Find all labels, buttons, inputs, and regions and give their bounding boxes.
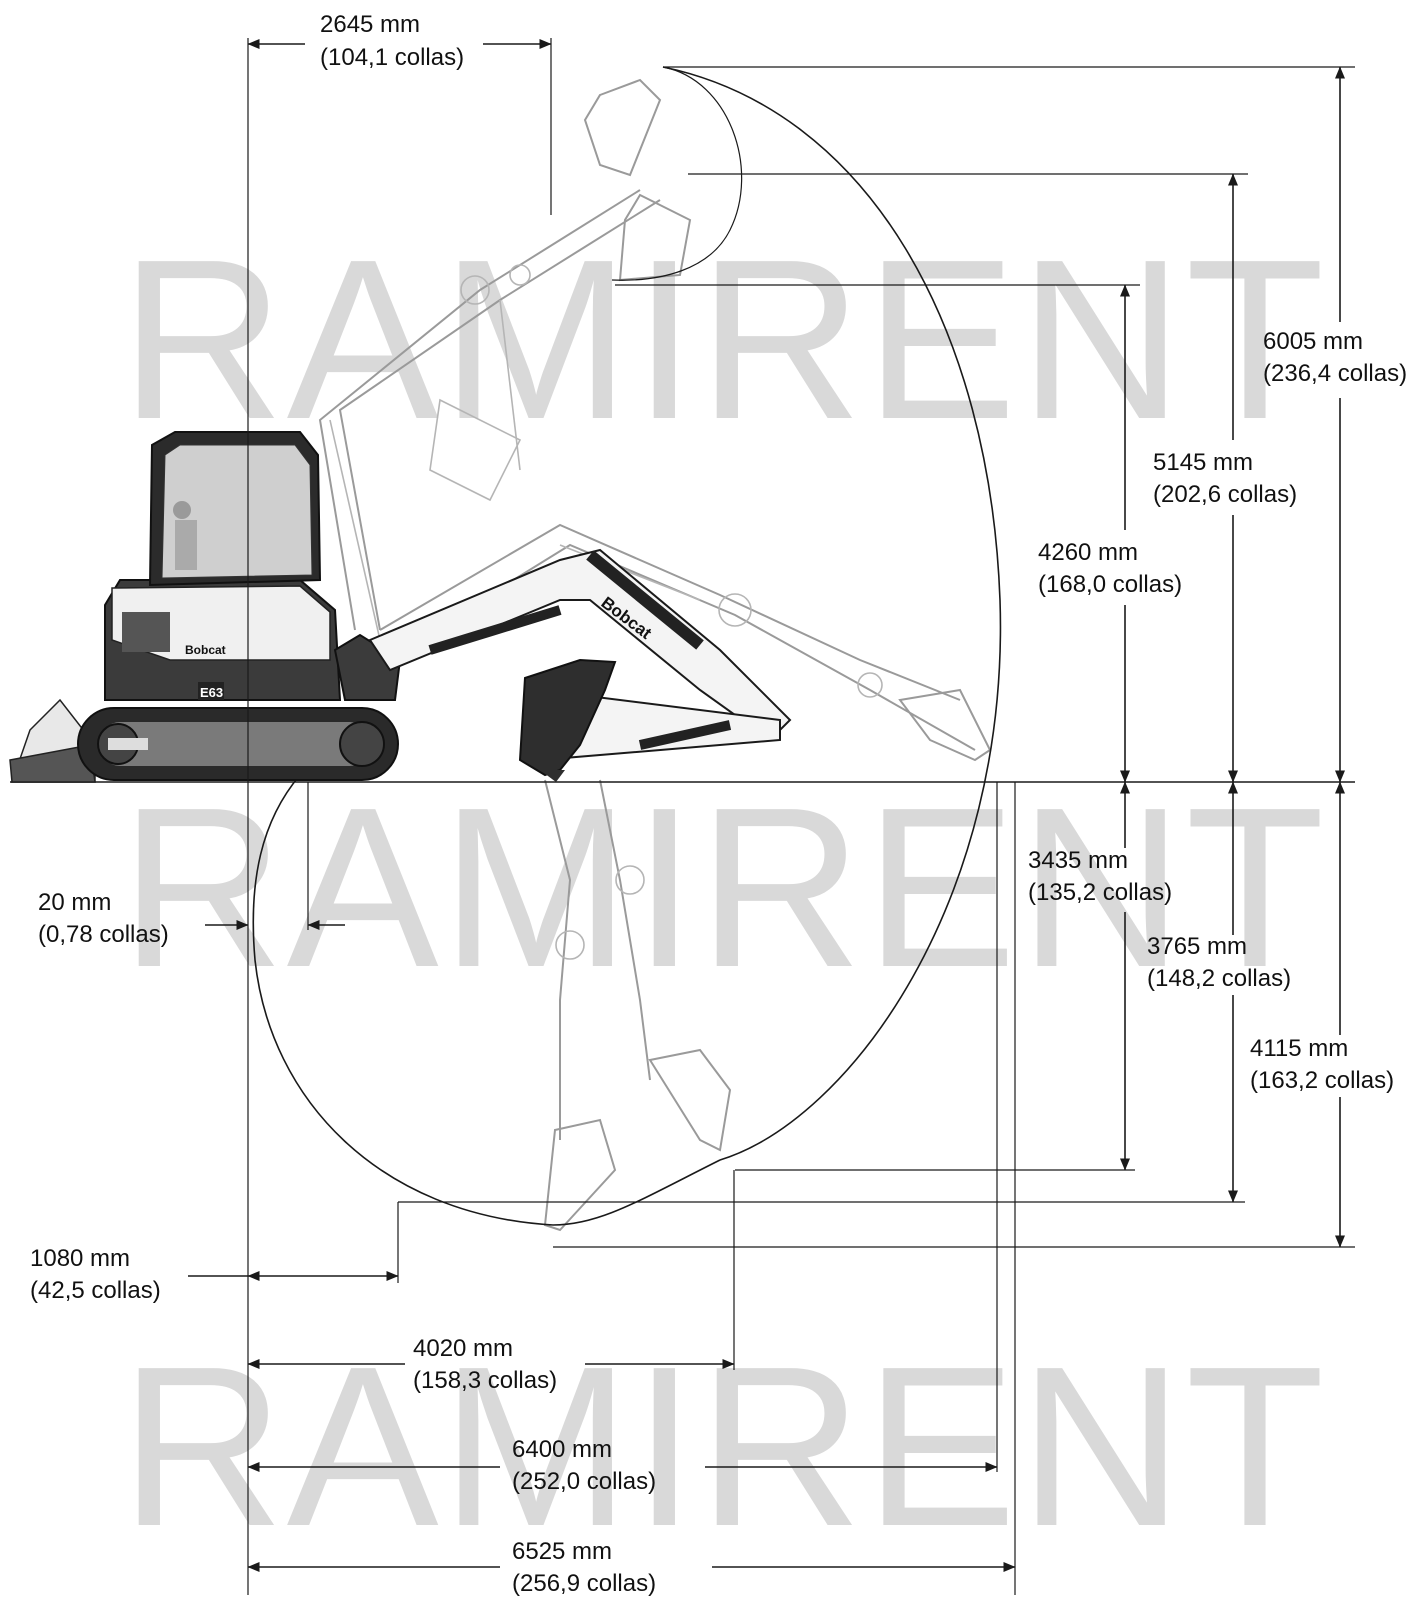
watermark-text-2: RAMIRENT xyxy=(120,761,1327,1015)
dim-min-reach-in: (42,5 collas) xyxy=(30,1277,161,1304)
dim-dump-inner-mm: 4260 mm xyxy=(1038,539,1138,566)
dim-reach-depth-mm: 4020 mm xyxy=(413,1335,513,1362)
dim-reach-depth-in: (158,3 collas) xyxy=(413,1367,557,1394)
digging-envelope xyxy=(252,66,1002,1226)
dim-dump-height-in: (202,6 collas) xyxy=(1153,481,1297,508)
dimension-arrows xyxy=(188,39,1345,1572)
dim-reach-ground-mm: 6400 mm xyxy=(512,1436,612,1463)
bucket-path-top xyxy=(611,66,743,281)
dim-top-reach-in: (104,1 collas) xyxy=(320,44,464,71)
dim-dig-vertical-mm: 3435 mm xyxy=(1028,847,1128,874)
dim-max-reach-in: (256,9 collas) xyxy=(512,1570,656,1597)
dim-dig-depth-mm: 3765 mm xyxy=(1147,933,1247,960)
dim-top-reach-mm: 2645 mm xyxy=(320,11,420,38)
watermark-text-1: RAMIRENT xyxy=(120,213,1327,467)
excavator-illustration: Bobcat E63 xyxy=(9,431,402,783)
dim-dig-depth-in: (148,2 collas) xyxy=(1147,965,1291,992)
dim-dump-inner-in: (168,0 collas) xyxy=(1038,571,1182,598)
dim-dig-max-in: (163,2 collas) xyxy=(1250,1067,1394,1094)
dim-min-reach-mm: 1080 mm xyxy=(30,1245,130,1272)
dim-tail-offset-in: (0,78 collas) xyxy=(38,921,169,948)
dim-max-height-in: (236,4 collas) xyxy=(1263,360,1407,387)
body-brand-label: Bobcat xyxy=(185,643,226,657)
watermark-text-3: RAMIRENT xyxy=(120,1320,1327,1574)
dim-dig-max-mm: 4115 mm xyxy=(1250,1035,1348,1062)
watermark: RAMIRENT RAMIRENT RAMIRENT xyxy=(120,213,1327,1574)
dim-tail-offset-mm: 20 mm xyxy=(38,889,111,916)
dimension-labels: 2645 mm (104,1 collas) 6005 mm (236,4 co… xyxy=(30,11,1407,1597)
boom-arm: Bobcat xyxy=(368,548,792,782)
dim-max-reach-mm: 6525 mm xyxy=(512,1538,612,1565)
extension-lines xyxy=(247,38,1355,1595)
model-label: E63 xyxy=(200,685,223,700)
dim-max-height-mm: 6005 mm xyxy=(1263,328,1363,355)
dim-dig-vertical-in: (135,2 collas) xyxy=(1028,879,1172,906)
dim-dump-height-mm: 5145 mm xyxy=(1153,449,1253,476)
dim-reach-ground-in: (252,0 collas) xyxy=(512,1468,656,1495)
